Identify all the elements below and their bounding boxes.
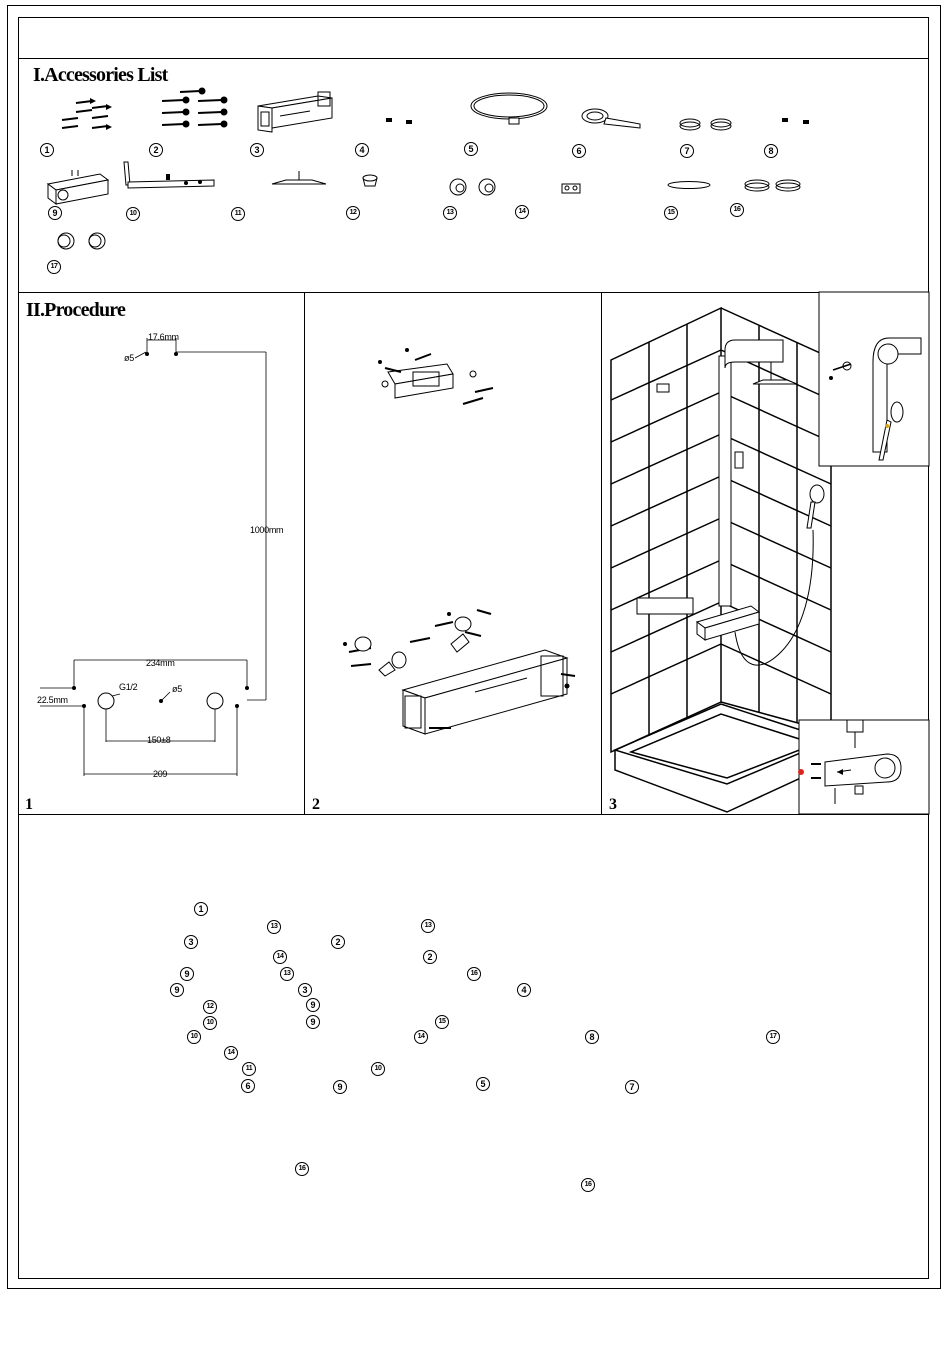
exploded-label: 9 xyxy=(180,967,194,981)
hose-drawing xyxy=(471,93,547,124)
accessory-number-2: 2 xyxy=(149,143,163,157)
accessory-number-7: 7 xyxy=(680,144,694,158)
small-plugs-drawing xyxy=(782,118,809,124)
accessory-number-9: 9 xyxy=(48,206,62,220)
exploded-label: 2 xyxy=(331,935,345,949)
accessory-number-6: 6 xyxy=(572,144,586,158)
dim-phi5-mid: ø5 xyxy=(172,684,182,694)
exploded-label: 13 xyxy=(421,919,435,933)
step-label-1: 1 xyxy=(25,796,33,814)
step-label-3: 3 xyxy=(609,796,617,814)
accessory-number-16: 16 xyxy=(730,203,744,217)
accessory-number-11: 11 xyxy=(231,207,245,221)
eccentric-fittings-drawing xyxy=(450,179,495,195)
exploded-label: 13 xyxy=(280,967,294,981)
exploded-label: 3 xyxy=(298,983,312,997)
exploded-label: 14 xyxy=(273,950,287,964)
exploded-label: 16 xyxy=(295,1162,309,1176)
exploded-label: 9 xyxy=(170,983,184,997)
exploded-label: 6 xyxy=(241,1079,255,1093)
accessory-number-13: 13 xyxy=(443,206,457,220)
exploded-label: 16 xyxy=(581,1178,595,1192)
exploded-label: 16 xyxy=(467,967,481,981)
accessory-number-15: 15 xyxy=(664,206,678,220)
accessory-number-12: 12 xyxy=(346,206,360,220)
shower-installed-drawing xyxy=(601,292,929,814)
dim-209: 209 xyxy=(153,769,167,779)
accessory-number-8: 8 xyxy=(764,144,778,158)
exploded-label: 17 xyxy=(766,1030,780,1044)
holder-drawing xyxy=(562,184,580,193)
dim-phi5-top: ø5 xyxy=(124,353,134,363)
washers-drawing xyxy=(680,119,731,130)
exploded-label: 3 xyxy=(184,935,198,949)
flanges-drawing xyxy=(745,180,800,191)
accessory-number-10: 10 xyxy=(126,207,140,221)
step-label-2: 2 xyxy=(312,796,320,814)
exploded-label: 9 xyxy=(333,1080,347,1094)
exploded-label: 1 xyxy=(194,902,208,916)
exploded-label: 7 xyxy=(625,1080,639,1094)
exploded-label: 12 xyxy=(203,1000,217,1014)
accessory-number-4: 4 xyxy=(355,143,369,157)
accessory-number-5: 5 xyxy=(464,142,478,156)
wall-bracket-drawing xyxy=(258,92,332,132)
exploded-label: 8 xyxy=(585,1030,599,1044)
exploded-label: 13 xyxy=(267,920,281,934)
thermostat-valve-drawing xyxy=(48,170,108,204)
overhead-shower-drawing xyxy=(272,171,326,184)
dim-150: 150±8 xyxy=(147,735,170,745)
accessory-number-17: 17 xyxy=(47,260,61,274)
exploded-label: 9 xyxy=(306,1015,320,1029)
bracket-install-drawing xyxy=(305,292,601,812)
exploded-label: 10 xyxy=(187,1030,201,1044)
exploded-label: 14 xyxy=(224,1046,238,1060)
gasket-drawing xyxy=(668,182,710,189)
exploded-label: 10 xyxy=(371,1062,385,1076)
hand-shower-drawing xyxy=(582,109,640,128)
exploded-label: 14 xyxy=(414,1030,428,1044)
slide-rail-drawing xyxy=(124,162,214,188)
accessory-number-14: 14 xyxy=(515,205,529,219)
dimension-drawing xyxy=(0,292,300,812)
small-caps-drawing xyxy=(386,118,412,124)
wall-plugs-drawing xyxy=(62,98,112,130)
exploded-label: 10 xyxy=(203,1016,217,1030)
exploded-label: 4 xyxy=(517,983,531,997)
screws-drawing xyxy=(162,89,227,127)
exploded-label: 11 xyxy=(242,1062,256,1076)
dim-g12: G1/2 xyxy=(119,682,137,692)
dim-17-6: 17.6mm xyxy=(148,332,179,342)
nut-drawing xyxy=(363,175,377,186)
exploded-label: 9 xyxy=(306,998,320,1012)
dim-234: 234mm xyxy=(146,658,175,668)
procedure-divider xyxy=(18,814,929,815)
dim-22-5: 22.5mm xyxy=(37,695,68,705)
exploded-label: 5 xyxy=(476,1077,490,1091)
accessory-number-1: 1 xyxy=(40,143,54,157)
covers-drawing xyxy=(58,233,105,249)
exploded-label: 2 xyxy=(423,950,437,964)
dim-1000: 1000mm xyxy=(250,525,283,535)
accessory-number-3: 3 xyxy=(250,143,264,157)
exploded-label: 15 xyxy=(435,1015,449,1029)
